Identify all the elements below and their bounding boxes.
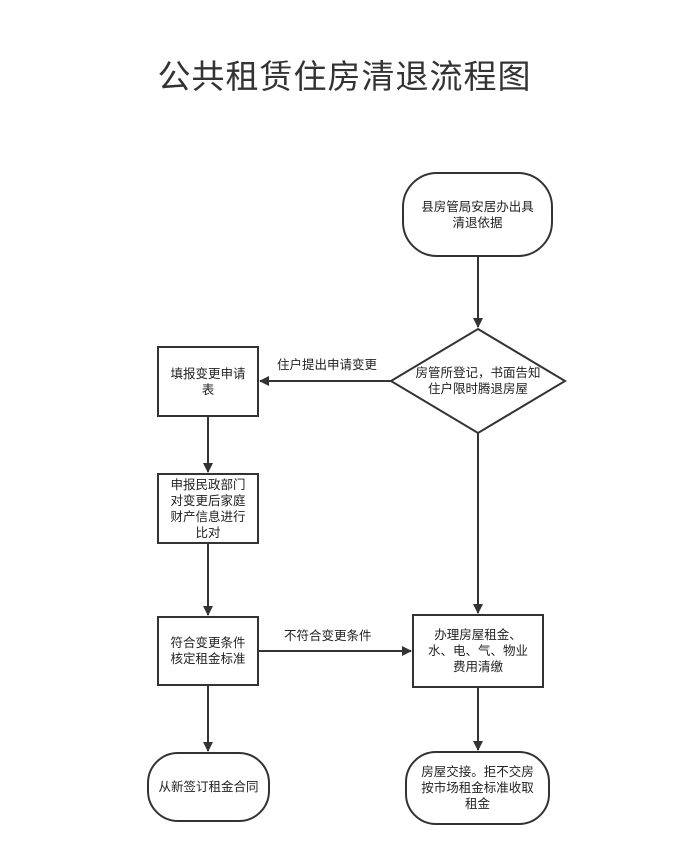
edge-label-not-meet: 不符合变更条件 (284, 628, 372, 643)
new-contract-node: 从新签订租金合同 (158, 779, 259, 794)
report-civil-node: 申报民政部门 对变更后家庭 财产信息进行 比对 (170, 476, 246, 540)
start-node: 县房管局安居办出具 清退依据 (421, 198, 534, 230)
new-contract-shape (147, 752, 270, 822)
decision-node: 房管所登记，书面告知 住户限时腾退房屋 (415, 365, 541, 396)
meets-conditions-node: 符合变更条件 核定租金标准 (170, 635, 246, 666)
handover-node: 房屋交接。拒不交房 按市场租金标准收取 租金 (421, 764, 534, 811)
fill-form-node: 填报变更申请 表 (170, 365, 246, 397)
edge-label-apply-change: 住户提出申请变更 (277, 357, 378, 372)
settle-fees-node: 办理房屋租金、 水、电、气、物业 费用清缴 (427, 627, 528, 674)
page-title: 公共租赁住房清退流程图 (157, 57, 532, 96)
handover-shape (405, 751, 550, 825)
